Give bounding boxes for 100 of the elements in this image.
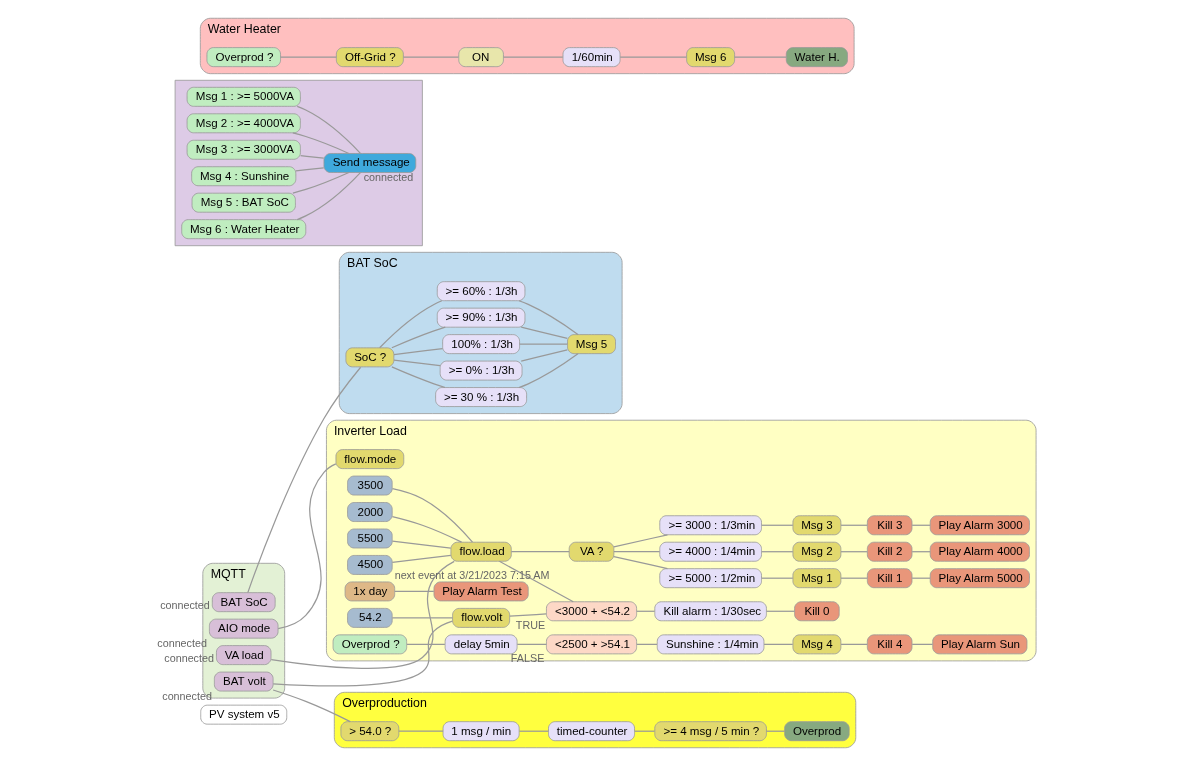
connector	[518, 353, 579, 389]
connector	[636, 643, 658, 645]
connector	[394, 590, 435, 593]
node-box: >= 0% : 1/3h	[439, 360, 523, 381]
node-box: Send message	[323, 153, 417, 173]
node-box: Msg 1	[792, 568, 842, 589]
connector	[391, 554, 452, 563]
node-box: Msg 5	[567, 334, 616, 355]
node-box: Play Alarm 4000	[929, 541, 1030, 562]
connector	[911, 643, 934, 645]
connector	[296, 172, 362, 221]
node-box: 5500	[347, 528, 393, 549]
connector	[391, 516, 463, 543]
connector	[509, 613, 547, 617]
connector	[247, 366, 362, 594]
node-box: 3500	[347, 475, 393, 496]
connector	[498, 560, 574, 603]
node-label: connected	[363, 171, 414, 184]
connector	[519, 343, 568, 345]
node-box: >= 90% : 1/3h	[436, 307, 526, 328]
node-box: Msg 1 : >= 5000VA	[186, 86, 301, 107]
node-box: Msg 5 : BAT SoC	[191, 192, 296, 213]
connector	[391, 326, 446, 349]
connector	[393, 348, 444, 356]
connector	[402, 56, 460, 58]
node-box: >= 30 % : 1/3h	[435, 387, 527, 407]
node-box: Msg 3	[792, 515, 842, 536]
connector	[520, 326, 568, 340]
node-box: 1x day	[344, 581, 396, 602]
connector	[391, 366, 446, 389]
node-box: Overprod ?	[332, 634, 408, 655]
node-box: Play Alarm Sun	[932, 634, 1028, 655]
connector	[613, 551, 661, 553]
node-box: Overprod	[784, 721, 850, 742]
node-box: >= 3000 : 1/3min	[659, 515, 762, 536]
node-box: > 54.0 ?	[340, 721, 400, 742]
connector	[520, 349, 568, 362]
node-box: Kill alarm : 1/30sec	[654, 601, 767, 622]
connector	[613, 534, 669, 548]
connector	[279, 56, 337, 58]
node-box: Msg 3 : >= 3000VA	[186, 139, 301, 160]
connector	[761, 551, 794, 553]
node-box: <3000 + <54.2	[546, 601, 637, 622]
connector	[296, 105, 362, 154]
node-box: Kill 3	[866, 515, 913, 536]
node-box: PV system v5	[200, 704, 288, 725]
connector	[393, 359, 441, 367]
cluster	[174, 79, 423, 247]
connector	[406, 643, 446, 645]
connector	[734, 56, 787, 58]
node-box: Play Alarm 3000	[929, 515, 1030, 536]
connector	[398, 730, 444, 732]
node-box: >= 4 msg / 5 min ?	[654, 721, 767, 742]
node-box: Msg 6	[686, 47, 736, 68]
connector	[292, 171, 350, 194]
connector	[295, 167, 325, 172]
node-box: Play Alarm Test	[433, 581, 529, 602]
node-box: BAT volt	[213, 671, 274, 692]
node-box: Overprod ?	[206, 47, 281, 68]
node-box: Msg 2	[792, 541, 842, 562]
node-box: <2500 + >54.1	[546, 634, 637, 655]
connector	[272, 689, 351, 723]
connector	[634, 730, 656, 732]
connector	[300, 155, 325, 159]
connector	[761, 524, 794, 526]
node-box: Off-Grid ?	[335, 47, 404, 68]
node-label: TRUE	[515, 619, 546, 632]
node-box: 1 msg / min	[442, 721, 520, 742]
node-box: 4500	[347, 555, 393, 575]
connector	[503, 56, 564, 58]
node-box: Msg 4	[792, 634, 842, 655]
node-box: >= 5000 : 1/2min	[659, 568, 762, 589]
node-box: Play Alarm 5000	[929, 568, 1030, 589]
connector	[765, 610, 796, 612]
connector	[619, 56, 688, 58]
connector	[518, 730, 549, 732]
node-box: Water H.	[785, 47, 848, 68]
node-box: 1/60min	[562, 47, 621, 68]
connector	[840, 524, 868, 526]
node-box: BAT SoC	[211, 592, 276, 613]
node-box: Kill 0	[794, 601, 840, 622]
connector	[277, 463, 337, 630]
node-box: AIO mode	[209, 618, 279, 639]
node-box: SoC ?	[345, 347, 395, 368]
connector	[391, 617, 454, 619]
connector	[292, 132, 350, 155]
connector	[518, 300, 579, 336]
connector	[613, 555, 669, 570]
node-box: >= 60% : 1/3h	[436, 281, 526, 302]
node-box: 2000	[347, 502, 393, 522]
node-box: Msg 6 : Water Heater	[181, 219, 307, 240]
node-label: FALSE	[510, 652, 545, 665]
node-box: delay 5min	[444, 634, 518, 655]
node-box: Kill 4	[866, 634, 913, 655]
node-box: flow.volt	[452, 607, 511, 628]
node-box: timed-counter	[548, 721, 635, 742]
connector	[379, 300, 443, 349]
connector	[765, 730, 786, 732]
connector	[761, 577, 794, 579]
node-box: ON	[458, 47, 504, 68]
